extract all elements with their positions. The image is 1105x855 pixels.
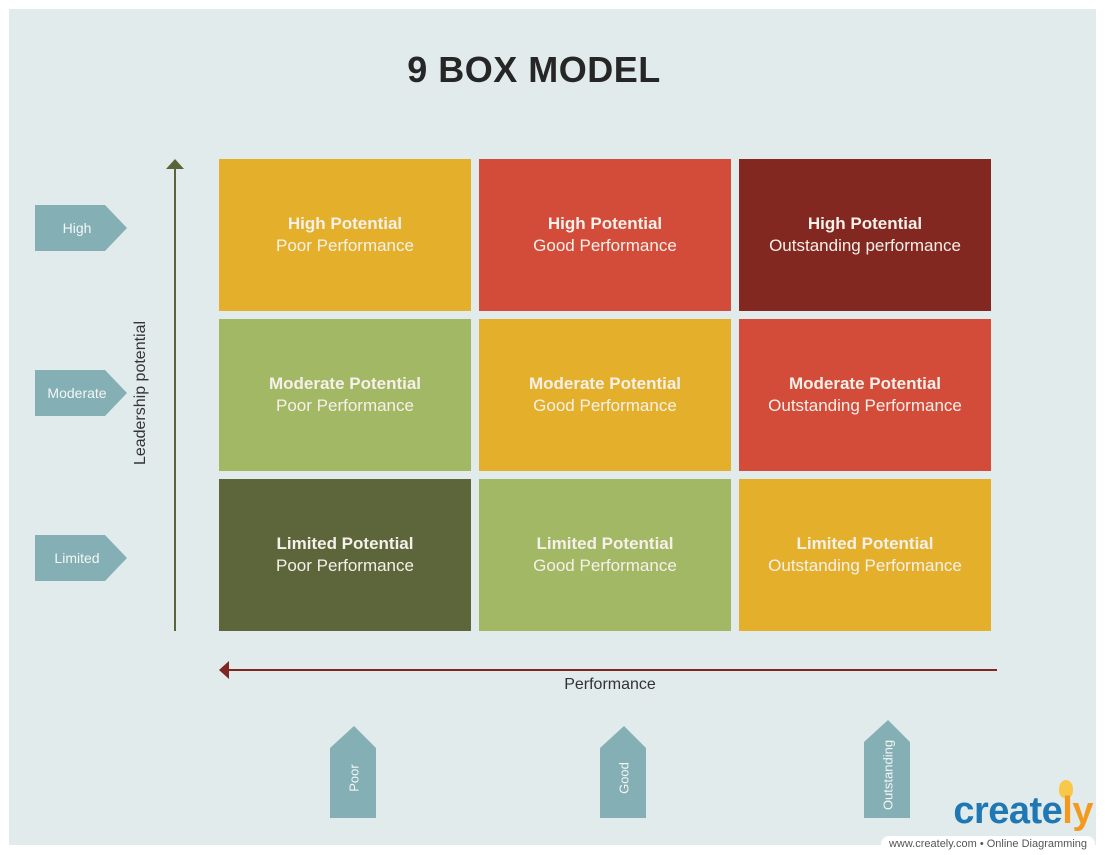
cell-title: Moderate Potential — [268, 374, 422, 393]
y-level-label: High — [62, 220, 92, 236]
arrow-left-icon — [219, 661, 229, 679]
cell-subtitle: Poor Performance — [276, 396, 414, 415]
cell-subtitle: Good Performance — [533, 236, 677, 255]
cell-title: High Potential — [287, 214, 403, 233]
x-level-label: Poor — [346, 763, 362, 792]
x-level-outstanding: Outstanding — [864, 720, 912, 818]
lightbulb-icon — [1059, 780, 1073, 798]
logo-wordmark: creately — [953, 790, 1093, 832]
cell-subtitle: Outstanding performance — [769, 236, 961, 255]
cell-title: Moderate Potential — [528, 374, 682, 393]
tag-arrow-shape — [35, 370, 127, 416]
tag-arrow-shape — [35, 535, 127, 581]
cell-subtitle: Good Performance — [533, 396, 677, 415]
y-level-limited: Limited — [35, 535, 127, 581]
cell-subtitle: Poor Performance — [276, 236, 414, 255]
cell-title: Limited Potential — [796, 534, 934, 553]
tag-arrow-shape — [600, 726, 646, 818]
cell-subtitle: Poor Performance — [276, 556, 414, 575]
x-axis-title: Performance — [564, 676, 656, 693]
y-level-label: Moderate — [47, 385, 107, 401]
cell-subtitle: Good Performance — [533, 556, 677, 575]
cell-title: High Potential — [807, 214, 923, 233]
x-axis-arrow — [219, 661, 997, 679]
tag-arrow-shape — [864, 720, 910, 818]
cell-title: High Potential — [547, 214, 663, 233]
y-level-high: High — [35, 205, 127, 251]
x-level-label: Good — [616, 761, 632, 794]
creately-logo[interactable]: creately www.creately.com • Online Diagr… — [863, 780, 1095, 852]
y-level-moderate: Moderate — [35, 370, 127, 416]
cell-subtitle: Outstanding Performance — [768, 396, 962, 415]
diagram-title: 9 BOX MODEL — [407, 49, 661, 90]
arrow-up-icon — [166, 159, 184, 169]
cell-title: Moderate Potential — [788, 374, 942, 393]
cell-subtitle: Outstanding Performance — [768, 556, 962, 575]
tag-arrow-shape — [35, 205, 127, 251]
y-level-label: Limited — [54, 550, 100, 566]
y-axis-title: Leadership potential — [132, 320, 149, 466]
cell-title: Limited Potential — [276, 534, 414, 553]
x-level-good: Good — [600, 726, 648, 818]
y-axis-arrow — [166, 159, 184, 631]
tag-arrow-shape — [330, 726, 376, 818]
x-level-poor: Poor — [330, 726, 378, 818]
cell-title: Limited Potential — [536, 534, 674, 553]
logo-tagline[interactable]: www.creately.com • Online Diagramming — [880, 836, 1095, 852]
